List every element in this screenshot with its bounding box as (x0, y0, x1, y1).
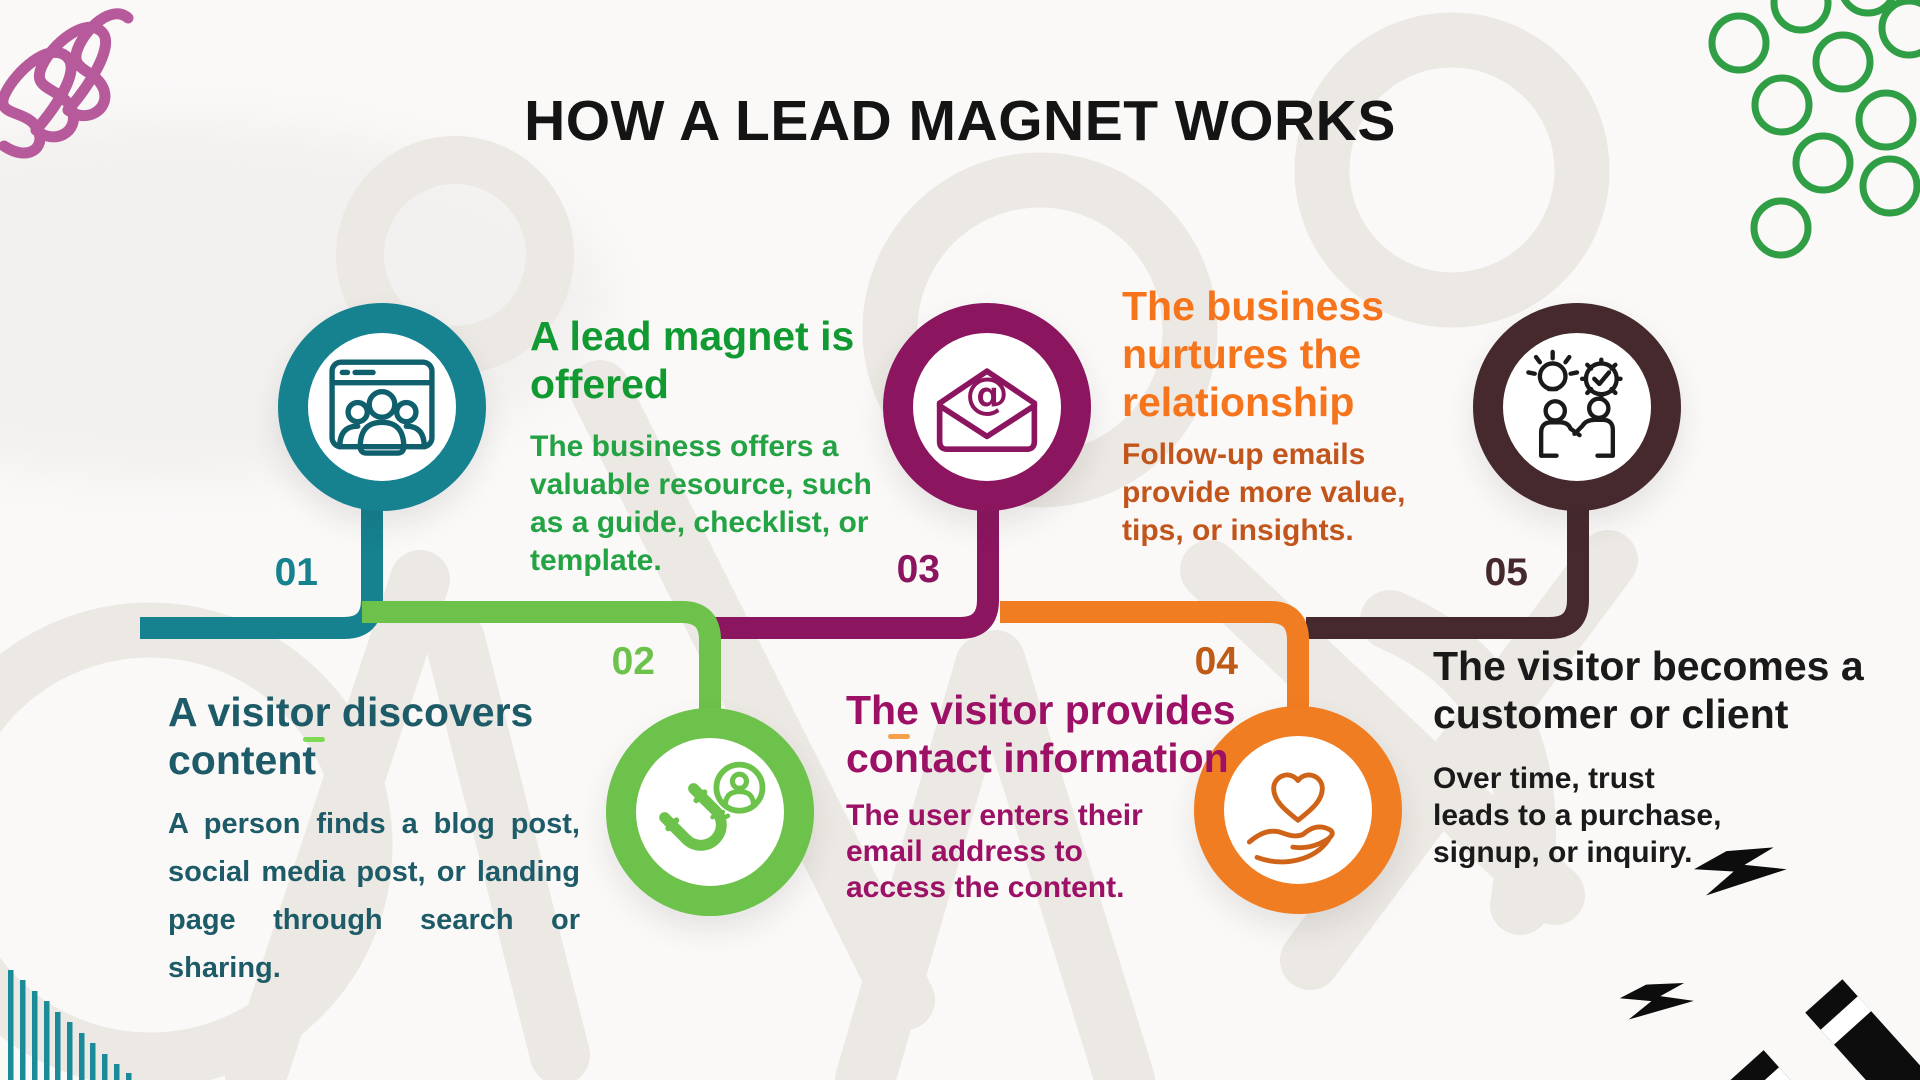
step4-heading: The business nurtures the relationship (1122, 283, 1385, 425)
step3-number: 03 (896, 548, 940, 591)
step3-heading: The visitor provides contact information (846, 687, 1236, 781)
step1-heading: A visitor discovers content (168, 689, 534, 783)
step2-heading: A lead magnet is offered (530, 313, 855, 407)
orange-accent-dash (888, 734, 910, 739)
page-title: HOW A LEAD MAGNET WORKS (524, 89, 1396, 153)
step2-description: The business offers a valuable resource,… (530, 430, 872, 577)
email-at-icon: @ (936, 368, 1038, 453)
step5-circle (1473, 303, 1681, 511)
stripe-triangle (8, 970, 132, 1080)
svg-text:@: @ (965, 369, 1009, 419)
step1-number: 01 (274, 551, 318, 594)
step5-number: 05 (1484, 551, 1528, 594)
step1-description: A person finds a blog post, social media… (168, 808, 580, 984)
step1-circle (278, 303, 486, 511)
step2-circle (606, 708, 814, 916)
step5-description: Over time, trust leads to a purchase, si… (1433, 762, 1722, 869)
step2-number: 02 (611, 640, 655, 683)
partnership-icon (1526, 349, 1623, 458)
step3-description: The user enters their email address to a… (846, 799, 1143, 904)
step5-heading: The visitor becomes a customer or client (1433, 643, 1864, 737)
step3-circle: @ (883, 303, 1091, 511)
browser-audience-icon (329, 359, 435, 456)
pink-scribble-icon (0, 8, 134, 159)
magnet-lead-icon (659, 761, 766, 851)
step4-number: 04 (1194, 640, 1238, 683)
step4-description: Follow-up emails provide more value, tip… (1122, 438, 1406, 547)
hand-heart-icon (1246, 772, 1335, 865)
green-dots-pattern (1708, 0, 1920, 259)
green-accent-dash (303, 737, 325, 742)
